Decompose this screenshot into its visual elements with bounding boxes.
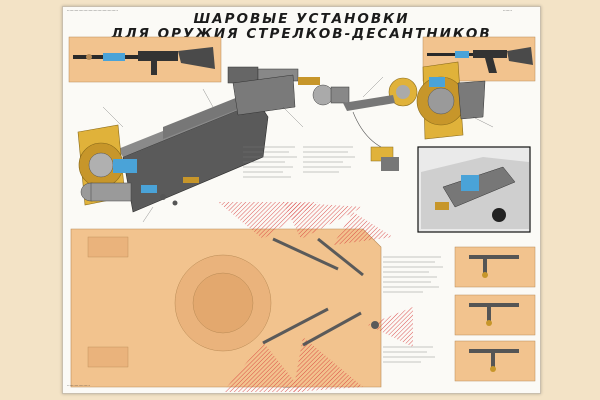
header-small-print-left: ········································ — [67, 8, 118, 13]
header-small-print-right: ······· — [503, 8, 512, 13]
legend-lines-middle — [243, 146, 355, 178]
legend-lines-lower — [383, 256, 443, 363]
inset-machinegun-top-left — [68, 36, 222, 83]
step-diagrams-right — [454, 246, 536, 382]
main-ball-mount-assembly — [77, 66, 350, 213]
cutaway-inset-right — [417, 146, 531, 233]
poster-sheet: ········································… — [62, 6, 541, 394]
footer-small-print-left: ·················· — [67, 383, 90, 388]
footer-small-print-center: ······ — [283, 385, 291, 390]
title-line-1: ШАРОВЫЕ УСТАНОВКИ — [193, 11, 410, 27]
round-mount-exploded-right — [343, 61, 486, 171]
vehicle-hull-plan — [70, 202, 413, 392]
inset-rifle-top-right — [422, 36, 536, 82]
poster-illustration — [68, 36, 536, 392]
leader-lines — [102, 76, 494, 223]
